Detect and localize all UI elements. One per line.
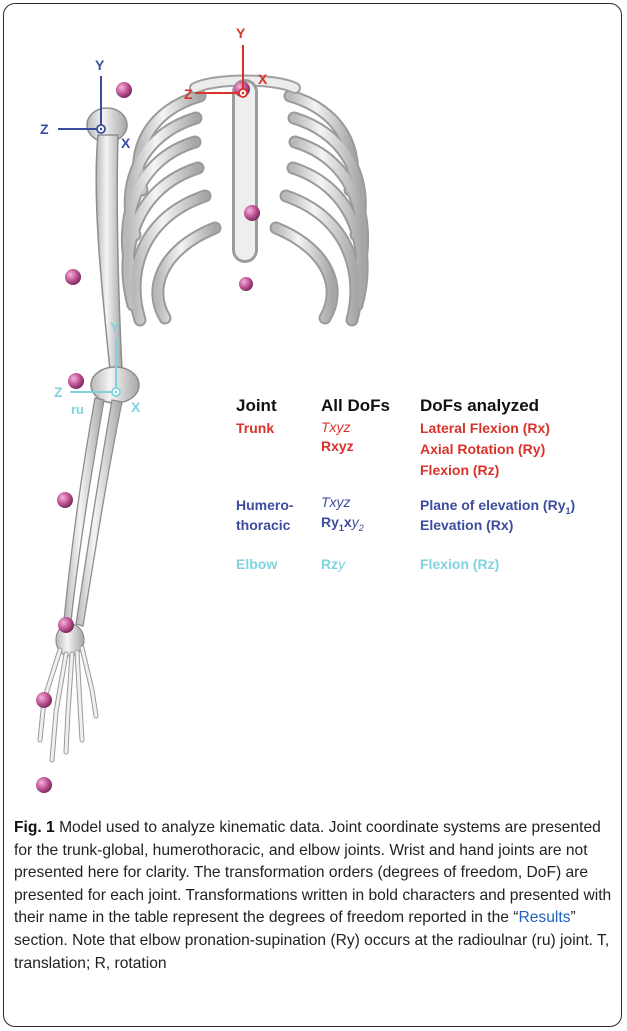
- table-header-joint: Joint: [236, 397, 277, 415]
- humero-joint-name-line2: thoracic: [236, 516, 290, 534]
- elbow-joint-name: Elbow: [236, 555, 277, 573]
- humero-all-dofs-rotation: Ry1xy2: [321, 513, 364, 537]
- marker-shoulder: [116, 82, 132, 98]
- trunk-dof-flexion: Flexion (Rz): [420, 461, 499, 479]
- marker-wrist: [58, 617, 74, 633]
- figure-caption: Fig. 1 Model used to analyze kinematic d…: [14, 817, 614, 975]
- figure-label: Fig. 1: [14, 819, 55, 836]
- humero-axis-y-label: Y: [95, 57, 105, 73]
- marker-elbow: [68, 373, 84, 389]
- trunk-axis-y-label: Y: [236, 25, 246, 41]
- marker-hand: [36, 692, 52, 708]
- trunk-axis-z-label: Z: [184, 86, 193, 102]
- trunk-dof-lateral-flexion: Lateral Flexion (Rx): [420, 419, 550, 437]
- humero-joint-name-line1: Humero-: [236, 496, 294, 514]
- humero-axis-x-label: X: [121, 135, 131, 151]
- elbow-axis-x-label: X: [131, 399, 141, 415]
- elbow-ru-label: ru: [71, 402, 84, 417]
- trunk-all-dofs-translation: Txyz: [321, 418, 351, 436]
- table-header-all-dofs: All DoFs: [321, 397, 390, 415]
- humero-dof-elevation: Elevation (Rx): [420, 516, 513, 534]
- elbow-axis-y-label: Y: [110, 319, 120, 335]
- trunk-joint-name: Trunk: [236, 419, 274, 437]
- marker-sternum-mid: [244, 205, 260, 221]
- elbow-all-dofs: Rzy: [321, 555, 345, 573]
- results-section-link[interactable]: Results: [519, 909, 571, 926]
- elbow-dof-flexion: Flexion (Rz): [420, 555, 499, 573]
- table-header-dofs-analyzed: DoFs analyzed: [420, 397, 539, 415]
- marker-sternum-low: [239, 277, 253, 291]
- trunk-dof-axial-rotation: Axial Rotation (Ry): [420, 440, 545, 458]
- humero-axis-z-label: Z: [40, 121, 49, 137]
- trunk-all-dofs-rotation: Rxyz: [321, 437, 354, 455]
- humero-all-dofs-translation: Txyz: [321, 493, 351, 511]
- marker-forearm: [57, 492, 73, 508]
- trunk-axis-x-label: X: [258, 71, 268, 87]
- marker-finger: [36, 777, 52, 793]
- marker-upper-arm: [65, 269, 81, 285]
- elbow-axis-z-label: Z: [54, 384, 63, 400]
